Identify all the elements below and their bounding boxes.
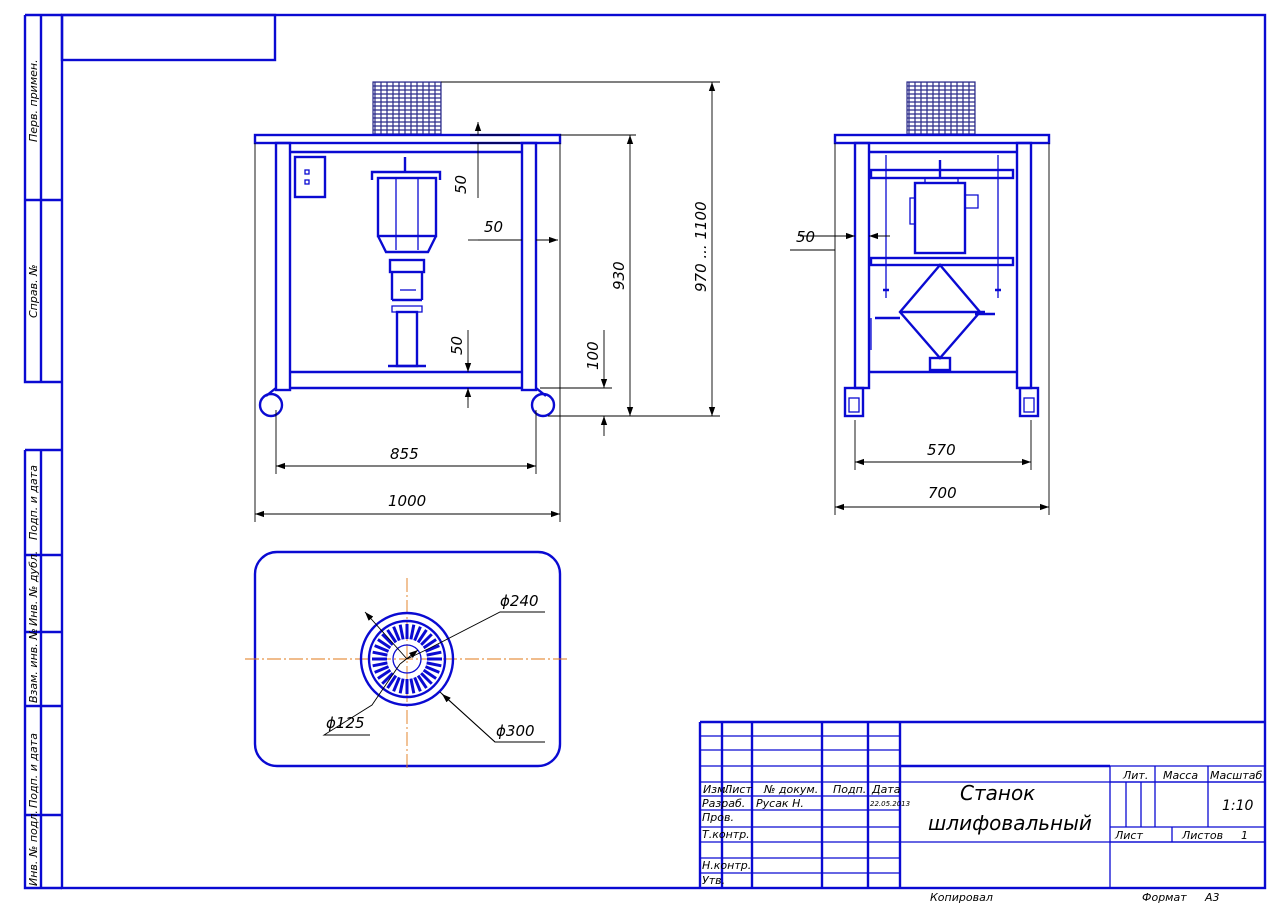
dim-top-125: ϕ125	[326, 714, 365, 732]
tb-data: Дата	[871, 783, 901, 796]
side-motor	[913, 181, 967, 255]
dim-top-300: ϕ300	[496, 722, 535, 740]
tb-sheet-label: Лист	[1114, 829, 1143, 842]
tb-scale-value: 1:10	[1222, 798, 1254, 814]
filter-slot	[398, 678, 405, 694]
side-stamp: Перв. примен. Справ. № Подп. и дата Инв.…	[27, 59, 40, 886]
filter-slot	[372, 650, 388, 657]
tb-izm: Изм.	[703, 783, 729, 796]
filter-slot	[420, 633, 433, 646]
dim-front-970-1100: 970 ... 1100	[692, 201, 710, 292]
filter-slot	[381, 633, 394, 646]
tb-razrab: Разраб.	[702, 797, 745, 810]
tb-list: Лист	[723, 783, 752, 796]
sheet-footer: Копировал Формат А3	[930, 891, 1220, 904]
side-dimensions: 50 570 700	[790, 143, 1050, 515]
filter-slot	[426, 650, 442, 657]
footer-kopiroval: Копировал	[930, 891, 993, 904]
tb-sheets-label: Листов	[1181, 829, 1223, 842]
tb-date-value: 22.05.2013	[870, 800, 910, 808]
dim-front-930: 930	[610, 261, 628, 290]
stamp-vzam-inv: Взам. инв. №	[27, 628, 40, 703]
footer-format: Формат	[1142, 891, 1187, 904]
stamp-inv-podl: Инв. № подл.	[27, 810, 40, 886]
side-view	[833, 81, 1051, 418]
tb-title-line1: Станок	[960, 781, 1035, 805]
filter-slot	[409, 624, 416, 640]
filter-slot	[377, 638, 392, 650]
stamp-sprav-no: Справ. №	[27, 264, 40, 318]
filter-slot	[424, 644, 440, 653]
filter-slot	[413, 676, 422, 692]
dim-side-570: 570	[927, 441, 956, 459]
title-block	[698, 720, 1265, 888]
tb-t-kontr: Т.контр.	[702, 828, 750, 841]
front-view	[253, 81, 562, 418]
filter-slot	[374, 644, 390, 653]
filter-slot	[420, 672, 433, 685]
filter-slot	[426, 661, 442, 668]
tb-utv: Утв.	[702, 874, 725, 887]
tb-massa: Масса	[1163, 769, 1198, 782]
filter-slots	[372, 624, 442, 694]
dim-top-240: ϕ240	[500, 592, 539, 610]
dim-side-50: 50	[796, 228, 815, 246]
filter-slot	[392, 676, 401, 692]
filter-slot	[422, 668, 437, 680]
stamp-podp-data-1: Подп. и дата	[27, 465, 40, 540]
filter-slot	[409, 678, 416, 694]
tb-title-line2: шлифовальный	[928, 811, 1092, 835]
tb-n-kontr: Н.контр.	[702, 859, 751, 872]
filter-slot	[377, 668, 392, 680]
filter-slot	[416, 629, 428, 644]
tb-podp: Подп.	[833, 783, 866, 796]
tb-sheets-value: 1	[1241, 829, 1248, 842]
tb-masshtab: Масштаб	[1210, 769, 1262, 782]
dim-front-855: 855	[390, 445, 419, 463]
dim-side-700: 700	[928, 484, 957, 502]
filter-slot	[416, 674, 428, 689]
top-dimensions: ϕ240 ϕ125 ϕ300	[322, 592, 545, 743]
filter-slot	[413, 626, 422, 642]
filter-slot	[392, 626, 401, 642]
dim-front-50-top: 50	[452, 175, 470, 194]
side-dust-box	[906, 81, 976, 136]
stamp-inv-dubl: Инв. № дубл.	[27, 551, 40, 626]
footer-format-value: А3	[1204, 891, 1220, 904]
front-motor	[376, 176, 438, 238]
filter-slot	[374, 665, 390, 674]
tb-no-dokum: № докум.	[763, 783, 818, 796]
front-dust-box	[372, 81, 442, 136]
dim-front-100: 100	[584, 341, 602, 370]
filter-slot	[381, 672, 394, 685]
top-view	[245, 550, 570, 768]
dim-front-50-low: 50	[448, 336, 466, 355]
filter-slot	[422, 638, 437, 650]
filter-slot	[372, 661, 388, 668]
dim-front-50-mid: 50	[484, 218, 503, 236]
stamp-podp-data-2: Подп. и дата	[27, 733, 40, 808]
tb-prov: Пров.	[702, 811, 734, 824]
front-electrical-box	[293, 155, 327, 199]
tb-lit: Лит.	[1122, 769, 1148, 782]
filter-slot	[386, 674, 398, 689]
title-block-text: Изм. Лист № докум. Подп. Дата Разраб. Ру…	[702, 769, 1262, 887]
filter-slot	[386, 629, 398, 644]
filter-slot	[424, 665, 440, 674]
tb-author: Русак Н.	[756, 797, 804, 810]
filter-slot	[398, 624, 405, 640]
front-dimensions: 50 50 50 100 930 970 ... 1100 855 1000	[254, 81, 720, 522]
stamp-perv-primen: Перв. примен.	[27, 59, 40, 142]
dim-front-1000: 1000	[388, 492, 426, 510]
sheet-frame	[23, 13, 1267, 890]
